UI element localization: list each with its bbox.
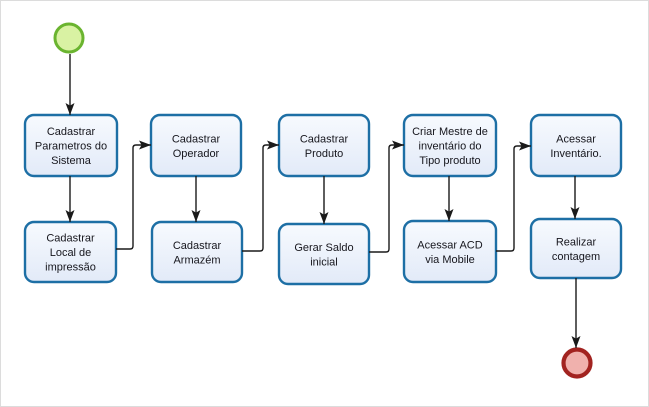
flow-acd-to-inventario [496, 141, 531, 252]
flow-armazem-to-produto [242, 140, 279, 252]
flow-local-to-operador [116, 140, 151, 250]
end-event[interactable] [561, 347, 593, 379]
flow-saldo-to-mestre [369, 140, 404, 253]
start-event[interactable] [53, 22, 85, 54]
